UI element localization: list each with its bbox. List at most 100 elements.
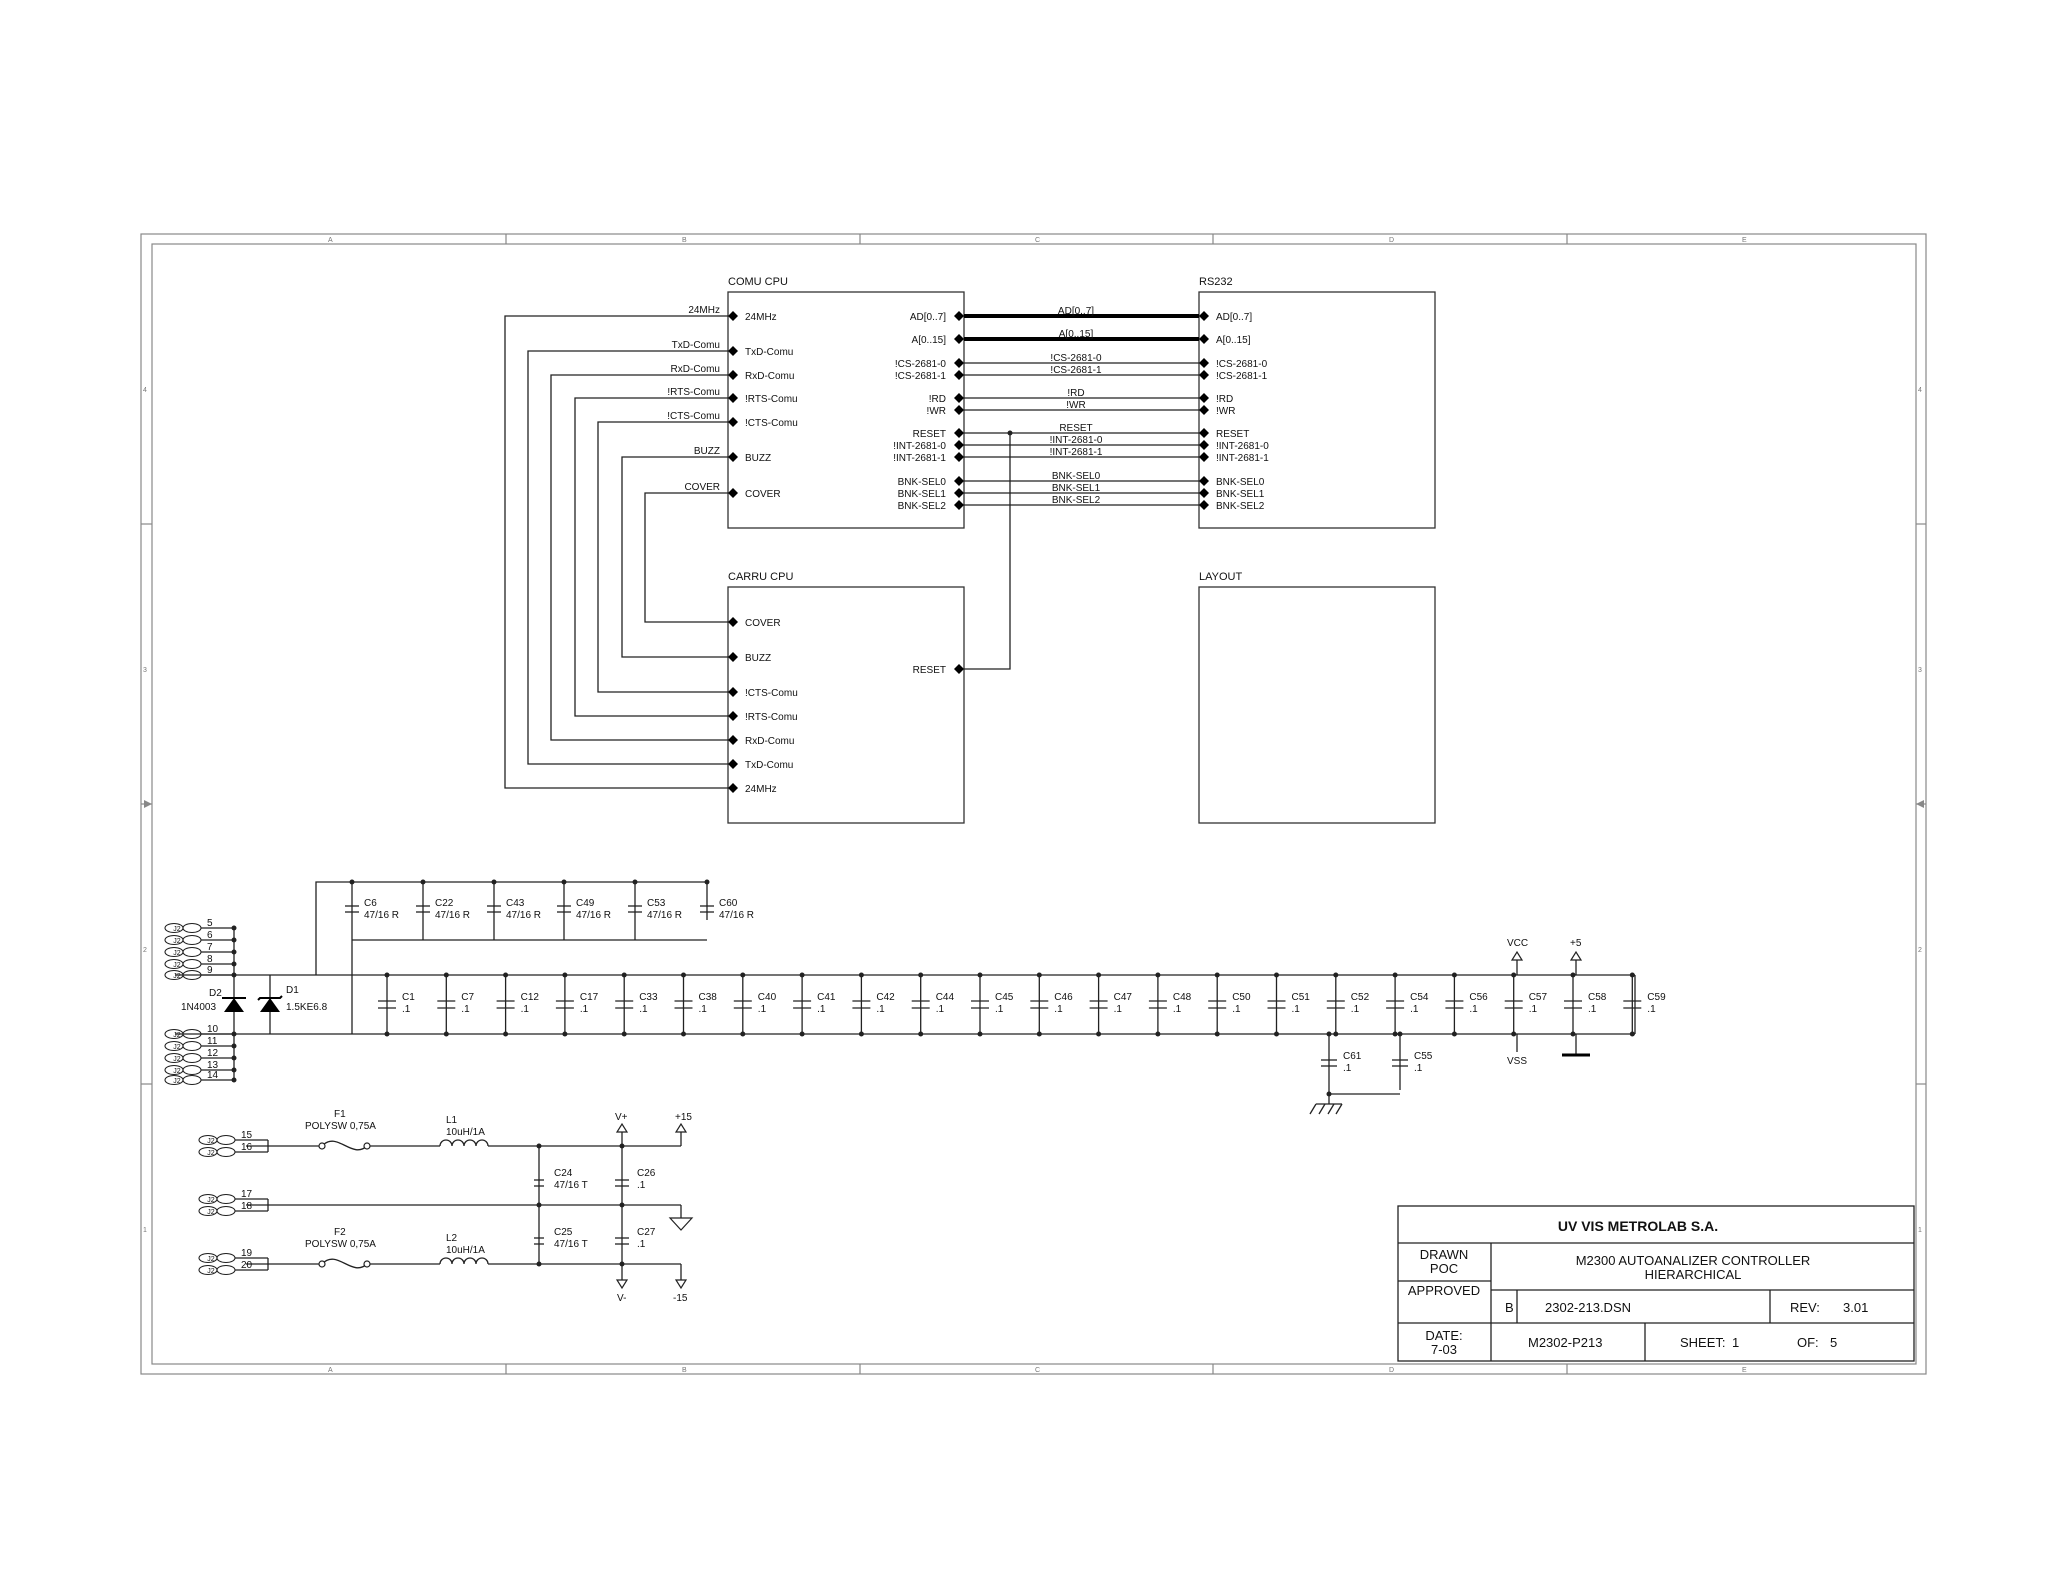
grid-row-4-right: 4 [1918,387,1922,394]
net-label-mid: !INT-2681-1 [1050,447,1103,458]
rs232-pin-label: !RD [1216,394,1233,405]
comu-right-pin-label: BNK-SEL1 [898,489,947,500]
comu-right-pin-marker [954,476,964,486]
junction-dot [1451,972,1457,978]
d2-ref: D2 [209,988,222,999]
comu-left-pin-marker [728,488,738,498]
d2-value: 1N4003 [181,1002,216,1013]
junction-dot [1511,972,1517,978]
net-label-mid: RESET [1059,423,1092,434]
junction-dot [1392,972,1398,978]
decoupling-cap-ref: C44 [936,992,955,1003]
junction-dot [621,1031,627,1037]
rs232-pin-label: BNK-SEL1 [1216,489,1265,500]
decoupling-cap-value: .1 [699,1004,708,1015]
net-label-left: 24MHz [688,305,720,316]
bulk-cap-value: 47/16 R [719,910,754,921]
decoupling-cap-ref: C47 [1114,992,1133,1003]
comu-right-pin-label: BNK-SEL2 [898,501,947,512]
junction-dot [561,879,567,885]
c26-value: .1 [637,1180,646,1191]
comu-left-pin-label: !CTS-Comu [745,418,798,429]
layout-title: LAYOUT [1199,571,1242,583]
bulk-cap-value: 47/16 R [576,910,611,921]
decoupling-cap-value: .1 [1647,1004,1656,1015]
comu-cpu-title: COMU CPU [728,276,788,288]
decoupling-cap-value: .1 [1054,1004,1063,1015]
connector-pin-number: 15 [241,1130,253,1141]
junction-dot [1333,972,1339,978]
net-label-left: !CTS-Comu [667,411,720,422]
decoupling-cap-ref: C40 [758,992,777,1003]
grid-row-2-right: 2 [1918,947,1922,954]
net-label-mid: BNK-SEL2 [1052,495,1101,506]
drawn-label: DRAWN [1420,1247,1469,1262]
connector-ref: J2 [173,1044,181,1051]
junction-dot [503,972,509,978]
decoupling-cap-ref: C17 [580,992,599,1003]
connector-pin-number: 13 [207,1060,219,1071]
rs232-pin-label: RESET [1216,429,1249,440]
decoupling-cap-value: .1 [876,1004,885,1015]
connector-pin-number: 9 [207,965,213,976]
rs232-block[interactable]: RS232 [1198,276,1436,529]
carru-left-pin-marker [728,711,738,721]
approved-label: APPROVED [1408,1283,1480,1298]
junction-dot [799,1031,805,1037]
connector-pin-icon [182,934,202,946]
grid-row-1: 1 [143,1227,147,1234]
c25-value: 47/16 T [554,1239,588,1250]
rs232-pin-label: !WR [1216,406,1235,417]
connector-ref: J2 [173,973,181,980]
junction-dot [349,879,355,885]
grid-col-e: E [1742,237,1747,244]
comu-right-pin-marker [954,405,964,415]
decoupling-cap-value: .1 [1351,1004,1360,1015]
bulk-cap-value: 47/16 R [506,910,541,921]
extra-cap-ref: C55 [1414,1051,1433,1062]
carru-cpu-block[interactable]: CARRU CPU [727,571,965,824]
rs232-pin-marker [1199,370,1209,380]
rs232-pin-label: !INT-2681-1 [1216,453,1269,464]
frame-arrow-left-icon [144,800,152,808]
decoupling-cap-value: .1 [936,1004,945,1015]
rs232-pin-label: AD[0..7] [1216,312,1252,323]
date-label: DATE: [1425,1328,1462,1343]
junction-dot [681,1031,686,1037]
junction-dot [740,1031,746,1037]
connector-ref: J2 [173,1032,181,1039]
comu-left-pin-label: RxD-Comu [745,371,794,382]
decoupling-cap-ref: C7 [461,992,474,1003]
comu-left-pin-label: COVER [745,489,781,500]
net-label-left: TxD-Comu [672,340,720,351]
net-label-mid: !RD [1067,388,1084,399]
extra-cap-value: .1 [1414,1063,1423,1074]
grid-col-d-bottom: D [1389,1367,1394,1374]
wiring [175,314,1636,1290]
junction-dot [231,1067,237,1073]
junction-dot [1629,1031,1635,1037]
decoupling-cap-value: .1 [461,1004,470,1015]
bulk-cap-ref: C53 [647,898,666,909]
doc-number: M2302-P213 [1528,1335,1602,1350]
comu-right-pin-marker [954,440,964,450]
junction-dot [740,972,746,978]
comu-right-pin-marker [954,452,964,462]
c24-value: 47/16 T [554,1180,588,1191]
junction-dot [1629,972,1635,978]
decoupling-cap-ref: C48 [1173,992,1192,1003]
connector-ref: J2 [173,1068,181,1075]
net-label-mid: !CS-2681-1 [1050,365,1102,376]
junction-dot [632,879,638,885]
comu-right-pin-label: !INT-2681-0 [893,441,946,452]
layout-block[interactable]: LAYOUT [1198,571,1436,824]
grid-col-d: D [1389,237,1394,244]
junction-dot [858,1031,864,1037]
carru-left-pin-label: BUZZ [745,653,771,664]
bulk-cap-ref: C43 [506,898,525,909]
rs232-pin-label: !CS-2681-1 [1216,371,1268,382]
comu-left-pin-marker [728,452,738,462]
rs232-pin-marker [1199,405,1209,415]
comu-right-pin-marker [954,428,964,438]
comu-cpu-block[interactable]: COMU CPU [727,276,965,529]
